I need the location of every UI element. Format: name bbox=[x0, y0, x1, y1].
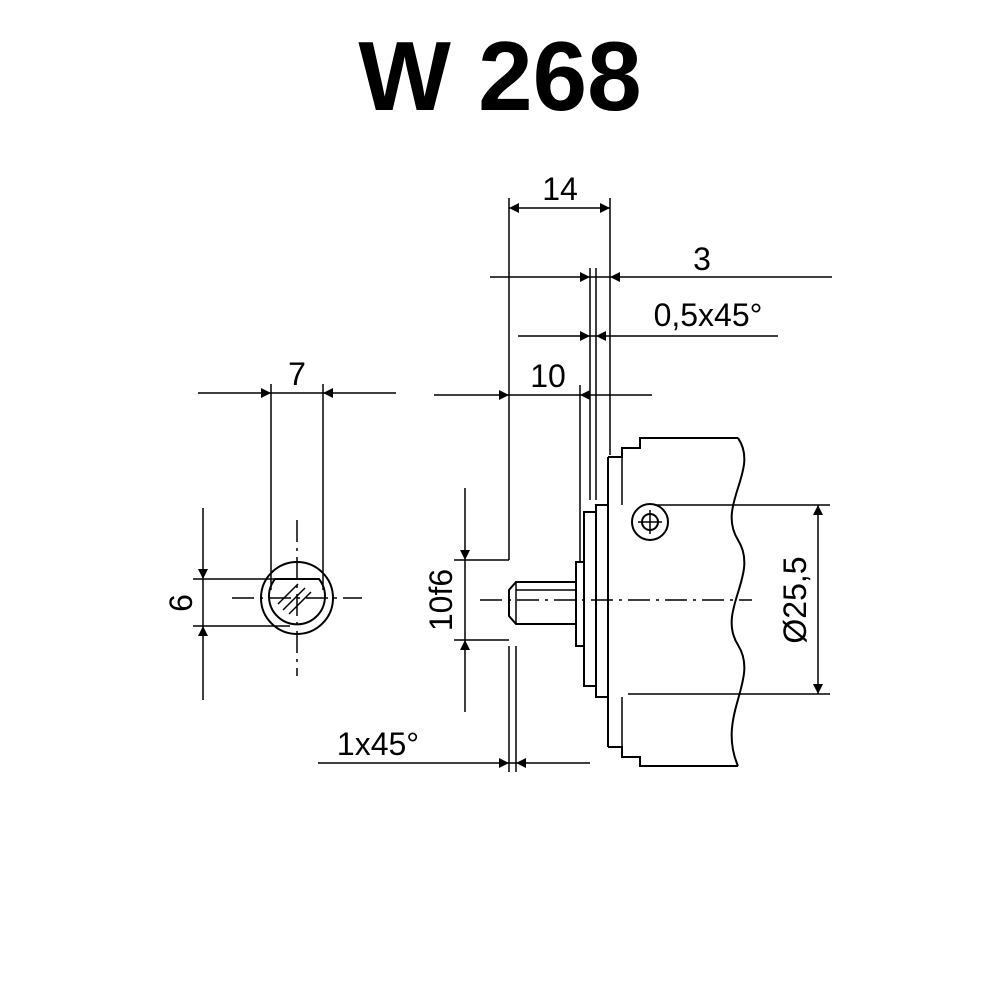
dim-shaft-to-shoulder: 10 bbox=[530, 358, 566, 394]
dim-flange-chamfer: 0,5x45° bbox=[654, 297, 763, 333]
dim-shaft-chamfer: 1x45° bbox=[337, 726, 419, 762]
flange-plate bbox=[595, 504, 609, 698]
dim-shaft-length: 14 bbox=[542, 171, 578, 207]
pilot-flange bbox=[583, 511, 596, 687]
dim-key-width: 7 bbox=[288, 356, 306, 392]
dim-pilot-diameter: Ø25,5 bbox=[777, 556, 813, 643]
shaft-outline bbox=[508, 581, 576, 625]
dim-flange-offset: 3 bbox=[693, 241, 711, 277]
break-line bbox=[730, 437, 746, 767]
shaft-d-profile bbox=[268, 578, 326, 626]
dim-key-height: 6 bbox=[163, 594, 199, 612]
screw-icon bbox=[631, 503, 669, 541]
end-view: 7 6 bbox=[163, 356, 396, 700]
shaft-shoulder bbox=[575, 561, 585, 647]
dim-shaft-diameter: 10f6 bbox=[423, 569, 459, 631]
side-view: Ø25,5 10f6 14 3 0,5x45° 10 bbox=[318, 171, 832, 772]
drawing-title: W 268 bbox=[358, 21, 641, 131]
housing-front-plate bbox=[608, 437, 738, 458]
housing-front-plate-bottom bbox=[608, 746, 738, 767]
section-hatch bbox=[277, 583, 312, 615]
